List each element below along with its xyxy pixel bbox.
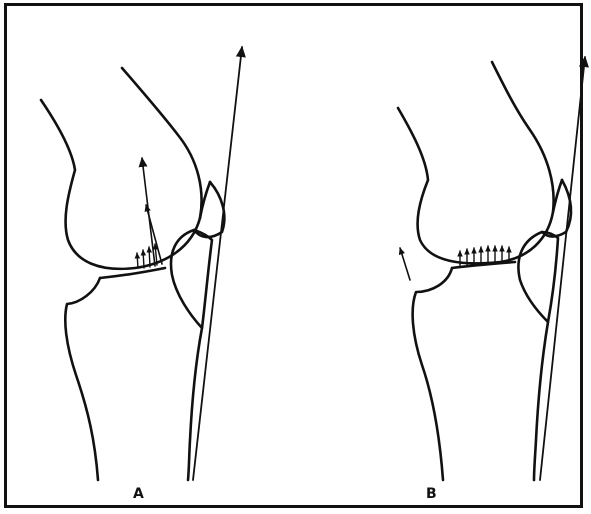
- patellar-tendon-a: [171, 230, 212, 328]
- tibia-outline-b: [413, 268, 452, 480]
- contact-arrow-a1: [137, 253, 138, 268]
- tibia-outline-a: [65, 278, 100, 480]
- femur-outline-a: [41, 68, 202, 269]
- force-line-b: [540, 57, 585, 480]
- patella-a: [194, 182, 224, 237]
- force-line-a: [193, 47, 242, 480]
- contact-arrow-a2: [143, 250, 144, 268]
- contact-arrow-a3: [149, 247, 150, 267]
- panel-a: [41, 47, 242, 480]
- tibia-front-b: [534, 322, 548, 480]
- panel-label-b: B: [426, 487, 437, 501]
- panel-label-a: A: [133, 487, 144, 501]
- panel-b: [398, 57, 585, 480]
- patellar-tendon-b: [518, 232, 558, 322]
- posterior-arrow-b: [400, 248, 410, 280]
- femur-outline-b: [398, 62, 554, 263]
